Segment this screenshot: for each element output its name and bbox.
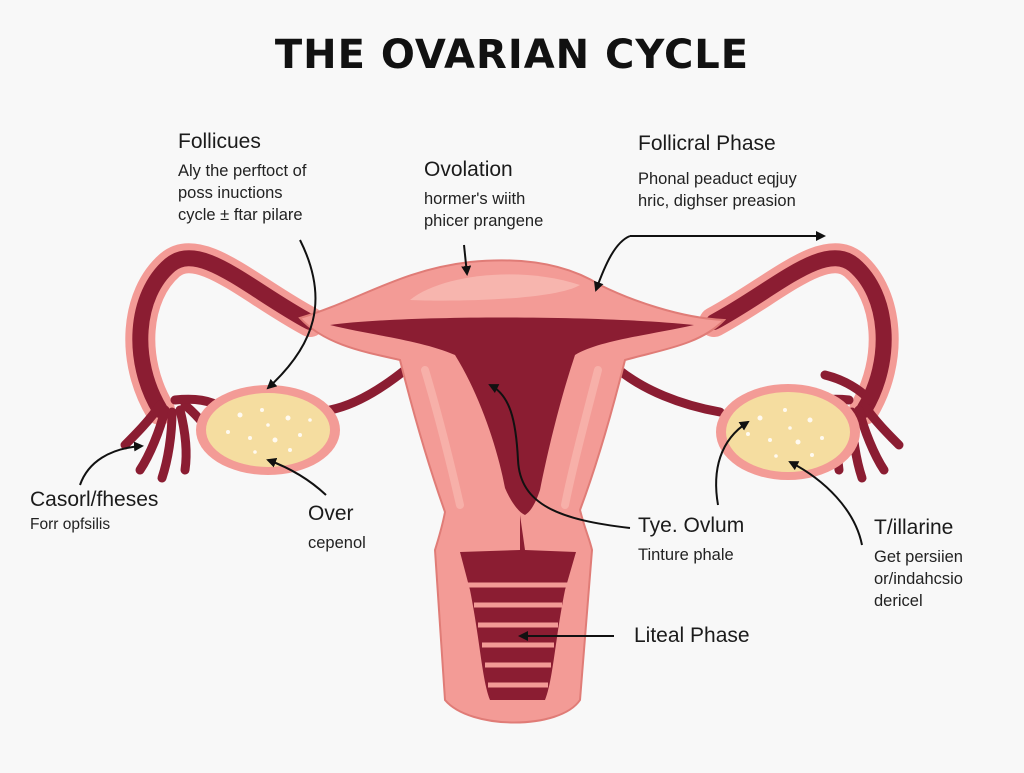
label-follicles: Follicues Aly the perftoct of poss inuct… — [178, 130, 306, 226]
arrow-tye-ovlum-ovary — [715, 420, 750, 506]
label-casorl: Casorl/fheses Forr opfsilis — [30, 488, 158, 536]
label-ovolation-line: phicer prangene — [424, 212, 544, 230]
label-tye-ovlum-line: Tinture phale — [638, 546, 734, 564]
arrow-tye-ovlum-cavity — [488, 384, 631, 529]
label-follicral-phase: Follicral Phase Phonal peaduct eqjuy hri… — [638, 132, 797, 212]
label-over-heading: Over — [308, 502, 354, 525]
label-casorl-heading: Casorl/fheses — [30, 488, 159, 511]
diagram-title: THE OVARIAN CYCLE — [274, 32, 750, 78]
vaginal-rugae — [468, 582, 568, 688]
left-ovary — [196, 385, 340, 475]
label-tillarine-line: dericel — [874, 592, 923, 610]
label-follicles-heading: Follicues — [178, 130, 261, 153]
label-over-line: cepenol — [308, 534, 366, 552]
label-liteal-phase-heading: Liteal Phase — [634, 624, 750, 647]
label-follicles-line: cycle ± ftar pilare — [178, 206, 303, 224]
annotation-arrows — [79, 231, 863, 641]
arrow-over — [266, 458, 327, 496]
label-follicral-phase-heading: Follicral Phase — [638, 132, 776, 155]
label-tillarine-heading: T/illarine — [874, 516, 954, 539]
arrow-follicles — [266, 239, 317, 390]
arrow-follicral-phase-uterus — [594, 235, 631, 292]
label-liteal-phase: Liteal Phase — [634, 624, 750, 648]
label-follicral-phase-line: Phonal peaduct eqjuy — [638, 170, 797, 188]
label-ovolation-line: hormer's wiith — [424, 190, 526, 208]
label-tillarine-line: or/indahcsio — [874, 570, 963, 588]
label-ovolation: Ovolation hormer's wiith phicer prangene — [424, 158, 543, 232]
label-tye-ovlum-heading: Tye. Ovlum — [638, 514, 745, 537]
arrow-tillarine — [788, 461, 863, 546]
label-tye-ovlum: Tye. Ovlum Tinture phale — [638, 514, 744, 566]
label-casorl-line: Forr opfsilis — [30, 516, 111, 533]
label-over: Over cepenol — [308, 502, 366, 554]
label-follicles-line: poss inuctions — [178, 184, 283, 202]
label-ovolation-heading: Ovolation — [424, 158, 513, 181]
label-follicles-line: Aly the perftoct of — [178, 162, 307, 180]
right-ovary — [716, 384, 860, 480]
label-follicral-phase-line: hric, dighser preasion — [638, 192, 796, 210]
arrow-casorl — [79, 441, 144, 486]
left-ovarian-ligament — [325, 365, 410, 415]
arrow-ovolation — [461, 244, 472, 276]
label-tillarine-line: Get persiien — [874, 548, 963, 566]
label-tillarine: T/illarine Get persiien or/indahcsio der… — [874, 516, 963, 612]
right-ovarian-ligament — [614, 365, 725, 417]
